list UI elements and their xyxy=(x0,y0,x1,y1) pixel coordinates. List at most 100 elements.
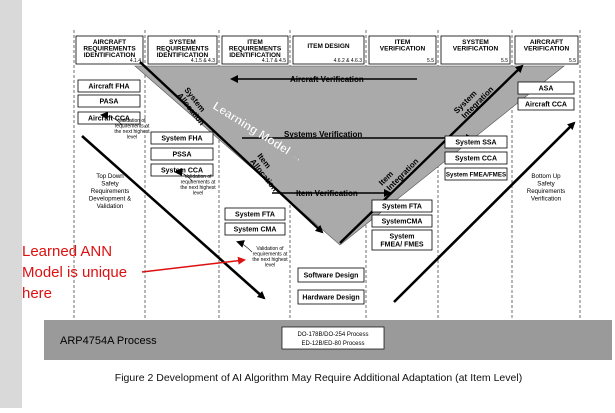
left-box-label: System CMA xyxy=(234,227,277,234)
column-header-title: REQUIREMENTS xyxy=(83,46,136,53)
right-box xyxy=(444,135,508,149)
aircraft-verification-label: Aircraft Verification xyxy=(290,75,364,84)
column-header-labels: AIRCRAFTREQUIREMENTSIDENTIFICATION4.1.4S… xyxy=(83,39,576,64)
column-header-ref: 4.1.5 & 4.3 xyxy=(191,58,215,64)
validation-note-line: requirements at xyxy=(115,124,150,130)
validation-note-line: level xyxy=(127,135,137,141)
left-box-label: PASA xyxy=(100,99,119,106)
right-box-label: SystemCMA xyxy=(382,219,423,226)
top-down-line: Top Down xyxy=(96,173,124,180)
left-box xyxy=(150,147,214,161)
right-box-label: ASA xyxy=(539,86,554,93)
left-box xyxy=(77,94,141,108)
column-header-title: ITEM xyxy=(395,39,411,46)
right-box xyxy=(517,81,575,95)
process-title: ARP4754A Process xyxy=(60,335,157,347)
column-header-ref: 4.1.7 & 4.5 xyxy=(262,58,286,64)
validation-note-line: the next highest xyxy=(252,257,288,263)
top-down-line: Development & xyxy=(89,196,132,203)
systems-verification-label: Systems Verification xyxy=(284,130,362,139)
validation-note-line: level xyxy=(193,191,203,197)
left-box-label: Aircraft CCA xyxy=(88,116,130,123)
left-box xyxy=(77,79,141,93)
column-header-title: ITEM DESIGN xyxy=(307,43,350,50)
top-down-line: Validation xyxy=(97,203,124,210)
column-header-ref: 4.1.4 xyxy=(130,58,141,64)
svg-text:Learned ANN: Learned ANN xyxy=(22,243,112,260)
bottom-up-line: Safety xyxy=(537,181,555,188)
validation-note-line: Validation of xyxy=(256,246,284,252)
top-down-line: Safety xyxy=(101,181,119,188)
standard-ed12: ED-12B/ED-80 Process xyxy=(301,341,364,347)
validation-note-line: the next highest xyxy=(114,129,150,135)
validation-note-line: Validation of xyxy=(184,174,212,180)
left-safety-boxes: Aircraft FHA PASA Aircraft CCA System FHA PS… xyxy=(77,79,286,236)
design-box xyxy=(297,267,365,283)
right-box xyxy=(371,199,433,213)
right-box xyxy=(444,151,508,165)
bottom-up-line: Bottom Up xyxy=(531,173,561,180)
left-box-label: System FHA xyxy=(161,136,202,143)
bottom-up-line: Requirements xyxy=(527,188,566,195)
column-headers xyxy=(75,35,579,65)
top-down-line: Requirements xyxy=(91,188,130,195)
validation-note-line: requirements at xyxy=(181,180,216,186)
right-box xyxy=(371,214,433,228)
column-header-title: IDENTIFICATION xyxy=(157,52,209,59)
left-box xyxy=(150,131,214,145)
item-verification-label: Item Verification xyxy=(296,189,358,198)
left-box xyxy=(224,207,286,221)
validation-note-line: the next highest xyxy=(180,185,216,191)
figure-caption: Figure 2 Development of AI Algorithm May… xyxy=(114,372,523,384)
validation-note-line: level xyxy=(265,263,275,269)
left-box-label: System FTA xyxy=(235,212,275,219)
left-box-label: PSSA xyxy=(172,152,191,159)
right-box-label: System SSA xyxy=(455,140,496,147)
column-header-title: AIRCRAFT xyxy=(530,39,563,46)
column-header-title: ITEM xyxy=(247,39,263,46)
column-header-title: REQUIREMENTS xyxy=(156,46,209,53)
right-box xyxy=(371,229,433,251)
right-box-label: FMEA/ FMES xyxy=(380,242,423,249)
outer-diagonal-arrows xyxy=(81,121,576,303)
validation-note-line: requirements at xyxy=(253,252,288,258)
column-header-title: IDENTIFICATION xyxy=(84,52,136,59)
standard-do178: DO-178B/DO-254 Process xyxy=(297,332,368,338)
column-header-title: SYSTEM xyxy=(169,39,196,46)
standards-box xyxy=(281,326,385,350)
design-box xyxy=(297,289,365,305)
column-header-title: VERIFICATION xyxy=(380,46,426,53)
right-box-label: System FMEA/FMES xyxy=(446,172,506,179)
left-box xyxy=(77,111,141,125)
design-box-label: Software Design xyxy=(304,273,359,280)
verification-arrows xyxy=(230,75,474,197)
column-header-title: REQUIREMENTS xyxy=(229,46,282,53)
right-box xyxy=(444,167,508,181)
right-box-label: System xyxy=(390,234,415,241)
design-box-label: Hardware Design xyxy=(302,295,359,302)
svg-text:Model is unique: Model is unique xyxy=(22,264,127,281)
validation-note-line: Validation of xyxy=(118,118,146,124)
red-annotation: Learned ANN Model is unique here xyxy=(22,243,246,302)
column-header-ref: 5.5 xyxy=(427,58,434,64)
column-header-title: AIRCRAFT xyxy=(93,39,126,46)
right-box xyxy=(517,97,575,111)
svg-text:here: here xyxy=(22,285,52,302)
left-box xyxy=(224,222,286,236)
right-box-label: Aircraft CCA xyxy=(525,102,567,109)
column-header-title: SYSTEM xyxy=(462,39,489,46)
column-header-title: VERIFICATION xyxy=(524,46,570,53)
left-box-label: Aircraft FHA xyxy=(88,84,129,91)
v-side-arrows xyxy=(139,61,524,244)
right-box-label: System FTA xyxy=(382,204,422,211)
column-header-ref: 4.6.2 & 4.6.3 xyxy=(334,58,363,64)
bottom-up-line: Verification xyxy=(531,196,562,203)
column-header-ref: 5.5 xyxy=(501,58,508,64)
column-header-ref: 5.5 xyxy=(569,58,576,64)
